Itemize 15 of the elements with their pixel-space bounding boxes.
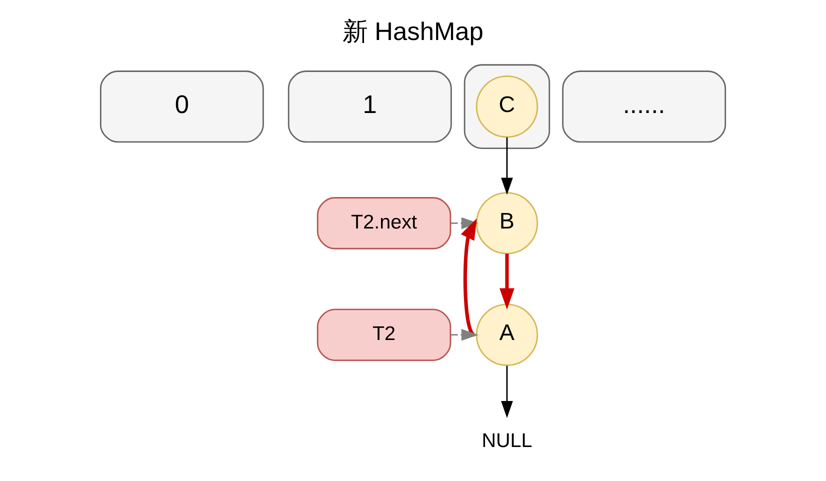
node-circle: A — [476, 304, 538, 366]
node-box: T2 — [316, 308, 452, 361]
node-box: T2.next — [316, 197, 452, 250]
node-box: 0 — [100, 70, 264, 143]
arrow — [501, 137, 513, 195]
diagram-title: 新 HashMap — [342, 18, 484, 46]
node-circle: B — [476, 192, 538, 254]
node-box: 1 — [288, 70, 452, 143]
node-text: NULL — [482, 430, 532, 452]
node-circle: C — [476, 76, 538, 138]
arrow — [450, 328, 478, 341]
cluster — [464, 64, 550, 149]
node-box: ...... — [562, 70, 726, 143]
arrow — [501, 366, 513, 418]
arrow — [500, 254, 514, 310]
